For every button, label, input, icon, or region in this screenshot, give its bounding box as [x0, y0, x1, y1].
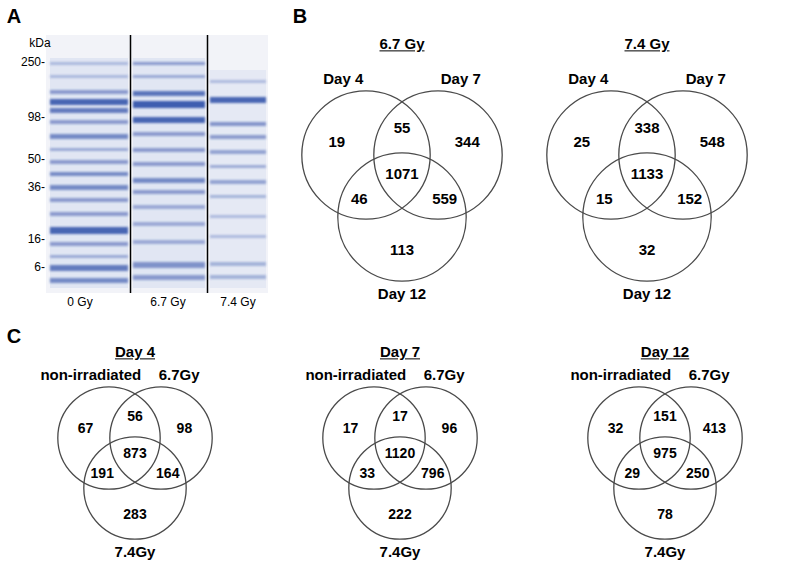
circle-outline [583, 153, 711, 281]
circle-outline [547, 91, 675, 219]
panel-letter: C [7, 325, 21, 348]
region-count: 17 [392, 408, 408, 424]
marker-label: 16- [28, 233, 45, 247]
lane-label: 6.7 Gy [150, 296, 185, 310]
circle-outline [619, 91, 747, 219]
region-count: 191 [91, 465, 114, 481]
region-count: 1120 [385, 445, 415, 461]
set-label: Day 7 [686, 70, 726, 87]
lane-label: 0 Gy [67, 296, 92, 310]
venn-title: 6.7 Gy [379, 35, 424, 52]
region-count: 46 [351, 190, 368, 207]
set-label: Day 7 [441, 70, 481, 87]
region-count: 19 [328, 133, 345, 150]
set-label: Day 12 [623, 285, 671, 302]
region-count: 250 [686, 465, 709, 481]
marker-label: 98- [28, 111, 45, 125]
set-label: non-irradiated [570, 366, 671, 383]
circle-outline [338, 153, 466, 281]
region-count: 283 [123, 506, 146, 522]
region-count: 796 [421, 465, 444, 481]
region-count: 413 [703, 420, 726, 436]
venn-title: 7.4 Gy [624, 35, 669, 52]
region-count: 113 [390, 241, 414, 258]
circle-outline [614, 437, 716, 539]
region-count: 25 [573, 133, 590, 150]
region-count: 78 [657, 506, 673, 522]
circle-outline [374, 91, 502, 219]
region-count: 338 [634, 119, 659, 136]
set-label: 7.4Gy [645, 543, 686, 560]
lane-divider [207, 35, 209, 293]
region-count: 873 [123, 445, 146, 461]
panel-letter: A [7, 5, 21, 28]
gel-background [46, 35, 268, 293]
venn-title: Day 4 [115, 343, 155, 360]
marker-label: 36- [28, 181, 45, 195]
venn-title: Day 7 [380, 343, 420, 360]
set-label: 6.7Gy [424, 366, 465, 383]
region-count: 55 [394, 119, 411, 136]
set-label: 7.4Gy [380, 543, 421, 560]
circle-outline [84, 437, 186, 539]
region-count: 975 [653, 445, 676, 461]
region-count: 15 [596, 190, 613, 207]
region-count: 164 [156, 465, 179, 481]
region-count: 1071 [385, 165, 418, 182]
marker-label: 6- [34, 261, 45, 275]
set-label: Day 12 [378, 285, 426, 302]
region-count: 33 [359, 465, 375, 481]
marker-label: 50- [28, 153, 45, 167]
region-count: 96 [442, 420, 458, 436]
marker-label: 250- [21, 56, 45, 70]
region-count: 1133 [631, 165, 664, 182]
region-count: 98 [177, 420, 193, 436]
set-label: 7.4Gy [115, 543, 156, 560]
region-count: 32 [639, 241, 656, 258]
region-count: 152 [677, 190, 702, 207]
region-count: 56 [127, 408, 143, 424]
lane-label: 7.4 Gy [220, 296, 255, 310]
gel-bands [50, 62, 266, 283]
set-label: Day 4 [323, 70, 363, 87]
panel-letter: B [293, 5, 307, 28]
set-label: non-irradiated [305, 366, 406, 383]
set-label: Day 4 [568, 70, 608, 87]
region-count: 548 [700, 133, 725, 150]
gel-lane [133, 58, 205, 288]
circle-outline [302, 91, 430, 219]
circle-outline [349, 437, 451, 539]
axis-unit: kDa [29, 37, 50, 51]
region-count: 29 [624, 465, 640, 481]
region-count: 67 [78, 420, 94, 436]
set-label: 6.7Gy [159, 366, 200, 383]
set-label: non-irradiated [40, 366, 141, 383]
set-label: 6.7Gy [689, 366, 730, 383]
region-count: 222 [388, 506, 411, 522]
region-count: 32 [608, 420, 624, 436]
gel-lane [210, 70, 266, 288]
gel-lane [50, 58, 128, 288]
venn-title: Day 12 [641, 343, 689, 360]
region-count: 559 [432, 190, 457, 207]
region-count: 17 [343, 420, 359, 436]
region-count: 344 [455, 133, 480, 150]
region-count: 151 [653, 408, 676, 424]
lane-divider [130, 35, 132, 293]
